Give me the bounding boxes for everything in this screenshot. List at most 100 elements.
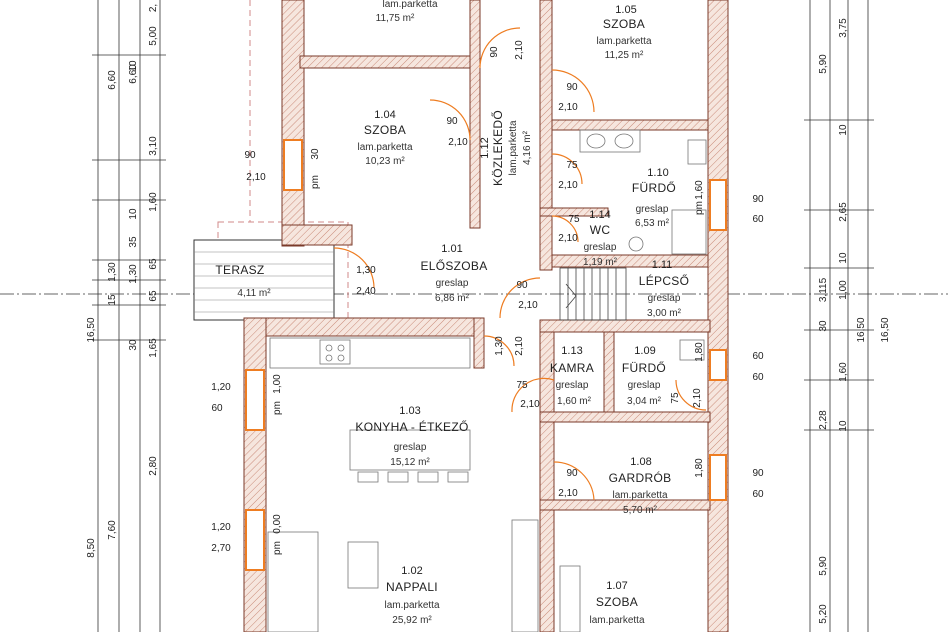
- svg-text:16,50: 16,50: [86, 317, 97, 342]
- svg-text:6,60: 6,60: [128, 64, 139, 84]
- room-label-1-09: 1.09 FÜRDŐ greslap 3,04 m²: [622, 345, 666, 407]
- svg-text:1,30: 1,30: [494, 336, 505, 356]
- room-label-1-10: 1.10 FÜRDŐ greslap 6,53 m²: [632, 167, 676, 229]
- svg-text:90: 90: [446, 116, 458, 127]
- room-label-1-07: 1.07 SZOBA lam.parketta: [589, 580, 644, 626]
- svg-text:25,92 m²: 25,92 m²: [392, 615, 432, 626]
- svg-text:1.08: 1.08: [630, 456, 651, 468]
- svg-text:60: 60: [211, 403, 223, 414]
- dimension-values-right: 16,50 16,50 5,90 3,115 5,90 5,20 3,75 10…: [818, 18, 891, 624]
- svg-text:11,75 m²: 11,75 m²: [376, 13, 415, 24]
- svg-text:11,25 m²: 11,25 m²: [605, 50, 644, 61]
- svg-text:lam.parketta: lam.parketta: [589, 615, 644, 626]
- svg-text:75: 75: [568, 214, 580, 225]
- svg-text:1,60: 1,60: [694, 180, 705, 200]
- svg-text:7,60: 7,60: [107, 520, 118, 540]
- room-label-1-11: 1.11 LÉPCSŐ greslap 3,00 m²: [639, 259, 690, 319]
- svg-text:2,10: 2,10: [558, 488, 578, 499]
- svg-text:lam.parketta: lam.parketta: [508, 120, 519, 175]
- svg-text:1.07: 1.07: [606, 580, 627, 592]
- svg-text:10: 10: [838, 420, 849, 432]
- svg-text:pm: pm: [272, 401, 283, 415]
- svg-text:KAMRA: KAMRA: [550, 361, 594, 375]
- stairs: [559, 267, 627, 321]
- svg-text:5,00: 5,00: [148, 26, 159, 46]
- svg-text:90: 90: [566, 468, 578, 479]
- svg-text:WC: WC: [590, 223, 611, 237]
- svg-text:2,10: 2,10: [520, 399, 540, 410]
- svg-text:greslap: greslap: [648, 293, 681, 304]
- svg-text:35: 35: [128, 236, 139, 248]
- svg-text:lam.parketta: lam.parketta: [612, 490, 667, 501]
- svg-text:pm: pm: [694, 201, 705, 215]
- svg-text:3,10: 3,10: [148, 136, 159, 156]
- terrace: [193, 239, 335, 321]
- opening-labels: 90 2,10 90 2,10 90 2,10 90 2,10 30 pm 75…: [211, 40, 764, 555]
- svg-text:1.04: 1.04: [374, 109, 395, 121]
- room-label-1-04: 1.04 SZOBA lam.parketta 10,23 m²: [357, 109, 412, 167]
- room-label-1-03: 1.03 KONYHA - ÉTKEZŐ greslap 15,12 m²: [355, 405, 468, 468]
- svg-text:3,00 m²: 3,00 m²: [647, 308, 682, 319]
- door-1-05-height: 2,10: [514, 40, 525, 60]
- svg-text:90: 90: [752, 468, 764, 479]
- svg-text:1.02: 1.02: [401, 565, 422, 577]
- svg-text:2,10: 2,10: [558, 233, 578, 244]
- svg-text:8,50: 8,50: [86, 538, 97, 558]
- svg-text:lam.parketta: lam.parketta: [596, 36, 651, 47]
- svg-text:2,40: 2,40: [356, 286, 376, 297]
- svg-text:60: 60: [752, 351, 764, 362]
- svg-text:1,60 m²: 1,60 m²: [557, 396, 592, 407]
- svg-text:SZOBA: SZOBA: [596, 595, 638, 609]
- svg-text:65: 65: [148, 258, 159, 270]
- dimension-values-left: 8,50 16,50 6,60 1,30 15 7,60 6,60 5,00 2…: [86, 4, 159, 558]
- fixtures: [267, 129, 707, 632]
- room-label-1-12: 1.12 KÖZLEKEDŐ lam.parketta 4,16 m²: [479, 110, 533, 186]
- door-swings: [333, 27, 707, 501]
- room-label-1-14: 1.14 WC greslap 1,19 m²: [583, 209, 618, 268]
- svg-text:6,86 m²: 6,86 m²: [435, 293, 470, 304]
- svg-text:1,20: 1,20: [211, 522, 231, 533]
- svg-text:6,60: 6,60: [107, 70, 118, 90]
- svg-text:KONYHA - ÉTKEZŐ: KONYHA - ÉTKEZŐ: [355, 419, 468, 434]
- svg-text:greslap: greslap: [556, 380, 589, 391]
- svg-text:4,16 m²: 4,16 m²: [522, 130, 533, 165]
- svg-text:1,80: 1,80: [694, 342, 705, 362]
- svg-text:75: 75: [566, 160, 578, 171]
- room-label-1-02: 1.02 NAPPALI lam.parketta 25,92 m²: [384, 565, 439, 626]
- svg-text:10: 10: [838, 124, 849, 136]
- svg-text:LÉPCSŐ: LÉPCSŐ: [639, 273, 690, 288]
- svg-text:15: 15: [107, 294, 118, 306]
- svg-text:90: 90: [244, 150, 256, 161]
- svg-text:greslap: greslap: [636, 204, 669, 215]
- svg-text:60: 60: [752, 489, 764, 500]
- room-label-1-13: 1.13 KAMRA greslap 1,60 m²: [550, 345, 594, 407]
- svg-text:1.13: 1.13: [561, 345, 582, 357]
- svg-text:greslap: greslap: [628, 380, 661, 391]
- svg-text:90: 90: [566, 82, 578, 93]
- svg-text:1,60: 1,60: [838, 362, 849, 382]
- svg-text:greslap: greslap: [436, 278, 469, 289]
- svg-text:SZOBA: SZOBA: [364, 123, 406, 137]
- svg-text:2,80: 2,80: [148, 456, 159, 476]
- svg-text:2,: 2,: [148, 4, 159, 12]
- svg-text:75: 75: [516, 380, 528, 391]
- svg-text:1,60: 1,60: [148, 192, 159, 212]
- dimension-lines-right: [804, 0, 874, 632]
- svg-text:10: 10: [128, 208, 139, 220]
- svg-text:75: 75: [670, 392, 681, 404]
- svg-text:10: 10: [838, 252, 849, 264]
- svg-text:60: 60: [752, 372, 764, 383]
- svg-text:FÜRDŐ: FÜRDŐ: [622, 360, 666, 375]
- svg-text:2,65: 2,65: [838, 202, 849, 222]
- svg-text:5,90: 5,90: [818, 556, 829, 576]
- svg-text:pm: pm: [310, 175, 321, 189]
- svg-text:1.14: 1.14: [589, 209, 610, 221]
- svg-text:NAPPALI: NAPPALI: [386, 580, 438, 594]
- svg-text:1,80: 1,80: [694, 458, 705, 478]
- svg-text:lam.parketta: lam.parketta: [384, 600, 439, 611]
- svg-text:10,23 m²: 10,23 m²: [365, 156, 405, 167]
- svg-text:3,75: 3,75: [838, 18, 849, 38]
- svg-text:16,50: 16,50: [880, 317, 891, 342]
